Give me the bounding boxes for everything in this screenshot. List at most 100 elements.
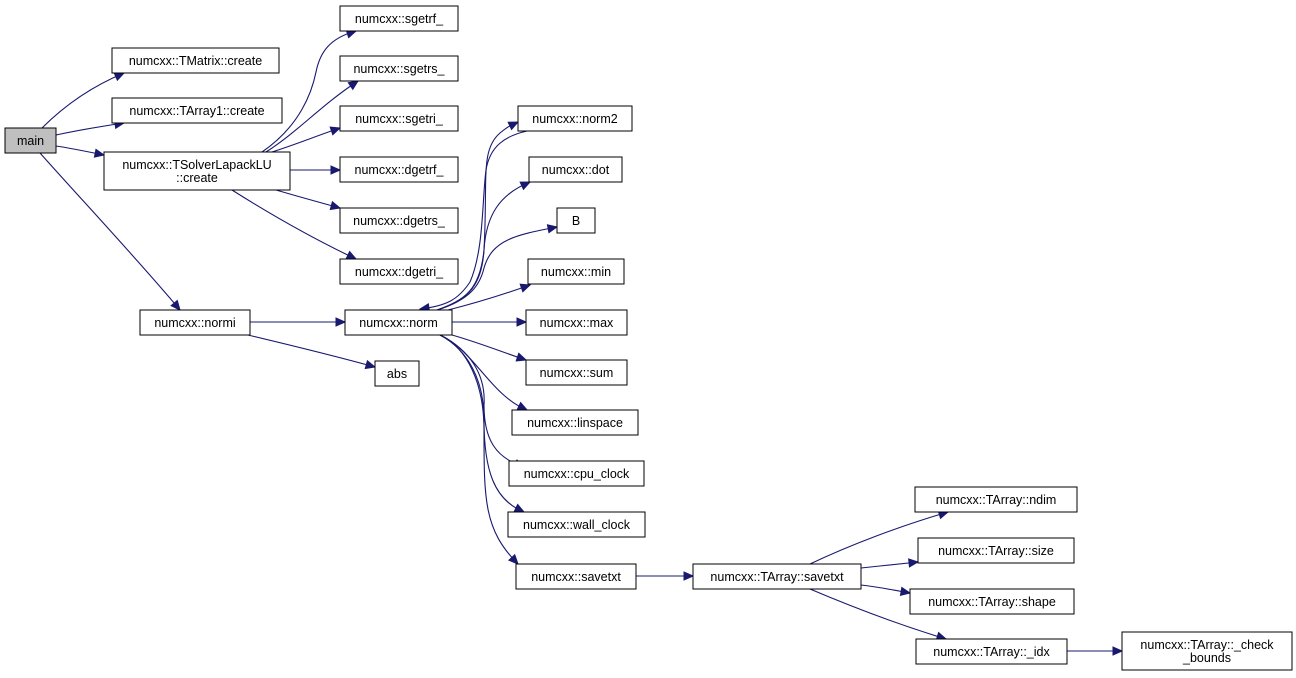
node-box[interactable] — [917, 537, 1075, 564]
node-label: numcxx::sgetri_ — [355, 112, 444, 126]
node-box[interactable] — [339, 258, 459, 285]
edge-arrowhead — [113, 72, 126, 82]
node-label: numcxx::linspace — [527, 416, 623, 430]
edge-arrowhead — [364, 359, 377, 370]
node-box[interactable] — [339, 105, 459, 132]
edge-arrowhead — [519, 181, 532, 191]
node-label: numcxx::TArray::_check — [1140, 638, 1274, 652]
node-tarray1-create[interactable]: numcxx::TArray1::create — [111, 97, 283, 124]
node-box[interactable] — [517, 105, 633, 132]
node-sgetri[interactable]: numcxx::sgetri_ — [339, 105, 459, 132]
edge-tsolver_create-to-sgetrs — [265, 80, 360, 153]
edge-line — [39, 152, 181, 311]
edge-tsolver_create-to-dgetrs — [275, 189, 342, 211]
node-box[interactable] — [339, 207, 459, 234]
node-box[interactable] — [525, 309, 628, 336]
node-label: numcxx::TArray::size — [938, 544, 1054, 558]
node-label: numcxx::TArray1::create — [129, 104, 264, 118]
node-ndim[interactable]: numcxx::TArray::ndim — [914, 486, 1078, 513]
node-box[interactable] — [914, 486, 1078, 513]
edge-normi-to-abs — [247, 334, 377, 370]
node-box[interactable] — [339, 5, 459, 32]
node-box[interactable] — [139, 309, 251, 336]
edge-norm-to-max — [452, 317, 528, 327]
node-box[interactable] — [339, 156, 459, 183]
edge-line — [809, 588, 947, 640]
edge-line — [439, 334, 528, 411]
node-box[interactable] — [339, 55, 459, 82]
node-label: numcxx::wall_clock — [523, 518, 631, 532]
node-box[interactable] — [692, 563, 862, 590]
node-norm[interactable]: numcxx::norm — [344, 309, 453, 336]
node-box[interactable] — [374, 360, 420, 387]
node-box[interactable] — [556, 207, 596, 234]
node-label: numcxx::TArray::_idx — [933, 645, 1050, 659]
edge-arrowhead — [507, 121, 520, 131]
node-box[interactable] — [4, 127, 57, 154]
edge-line — [436, 226, 558, 311]
edge-tarray_savetxt-to-shape — [860, 584, 912, 597]
node-dgetri[interactable]: numcxx::dgetri_ — [339, 258, 459, 285]
node-max[interactable]: numcxx::max — [525, 309, 628, 336]
edge-savetxt-to-tarray_savetxt — [636, 571, 695, 581]
node-box[interactable] — [909, 588, 1075, 615]
edge-line — [231, 189, 357, 260]
node-wall-clock[interactable]: numcxx::wall_clock — [507, 511, 646, 538]
node-sum[interactable]: numcxx::sum — [525, 359, 628, 386]
node-savetxt[interactable]: numcxx::savetxt — [515, 563, 637, 590]
node-sgetrs[interactable]: numcxx::sgetrs_ — [339, 55, 459, 82]
node-box[interactable] — [525, 359, 628, 386]
node-label: B — [572, 214, 580, 228]
node-box[interactable] — [507, 511, 646, 538]
node-tsolver-create[interactable]: numcxx::TSolverLapackLU::create — [103, 151, 291, 191]
edge-arrowhead — [329, 200, 342, 211]
node-tarray-savetxt[interactable]: numcxx::TArray::savetxt — [692, 563, 862, 590]
node-idx[interactable]: numcxx::TArray::_idx — [915, 638, 1068, 665]
node-label: numcxx::TArray::savetxt — [710, 570, 844, 584]
node-box[interactable] — [1121, 631, 1293, 671]
node-box[interactable] — [511, 409, 639, 436]
node-normi[interactable]: numcxx::normi — [139, 309, 251, 336]
node-main[interactable]: main — [4, 127, 57, 154]
node-dgetrs[interactable]: numcxx::dgetrs_ — [339, 207, 459, 234]
node-label: abs — [387, 367, 407, 381]
node-check-bounds[interactable]: numcxx::TArray::_check_bounds — [1121, 631, 1293, 671]
node-box[interactable] — [344, 309, 453, 336]
node-norm2[interactable]: numcxx::norm2 — [517, 105, 633, 132]
node-min[interactable]: numcxx::min — [527, 258, 625, 285]
node-box[interactable] — [915, 638, 1068, 665]
edge-arrowhead — [515, 352, 528, 362]
node-box[interactable] — [528, 156, 623, 183]
edge-arrowhead — [899, 586, 912, 597]
edge-tsolver_create-to-sgetri — [271, 126, 342, 153]
node-label: numcxx::min — [541, 265, 611, 279]
node-sgetrf[interactable]: numcxx::sgetrf_ — [339, 5, 459, 32]
node-box[interactable] — [527, 258, 625, 285]
node-tmatrix-create[interactable]: numcxx::TMatrix::create — [111, 47, 280, 74]
node-shape[interactable]: numcxx::TArray::shape — [909, 588, 1075, 615]
edge-arrowhead — [513, 503, 526, 513]
node-label: numcxx::norm2 — [532, 112, 617, 126]
node-box[interactable] — [515, 563, 637, 590]
edge-main-to-normi — [39, 152, 181, 311]
node-dot[interactable]: numcxx::dot — [528, 156, 623, 183]
node-box[interactable] — [111, 97, 283, 124]
node-label: numcxx::sgetrf_ — [355, 12, 444, 26]
node-cpu-clock[interactable]: numcxx::cpu_clock — [508, 460, 645, 487]
edge-arrowhead — [546, 224, 559, 234]
node-linspace[interactable]: numcxx::linspace — [511, 409, 639, 436]
node-box[interactable] — [103, 151, 291, 191]
edge-line — [247, 334, 376, 368]
edge-tsolver_create-to-dgetrf — [290, 165, 342, 175]
node-abs[interactable]: abs — [374, 360, 420, 387]
node-label: _bounds — [1182, 651, 1231, 665]
node-box[interactable] — [111, 47, 280, 74]
edge-norm-to-savetxt — [439, 334, 519, 565]
node-B[interactable]: B — [556, 207, 596, 234]
node-size[interactable]: numcxx::TArray::size — [917, 537, 1075, 564]
node-dgetrf[interactable]: numcxx::dgetrf_ — [339, 156, 459, 183]
edge-norm-to-sum — [451, 334, 528, 362]
edge-arrowhead — [1112, 646, 1124, 656]
node-box[interactable] — [508, 460, 645, 487]
